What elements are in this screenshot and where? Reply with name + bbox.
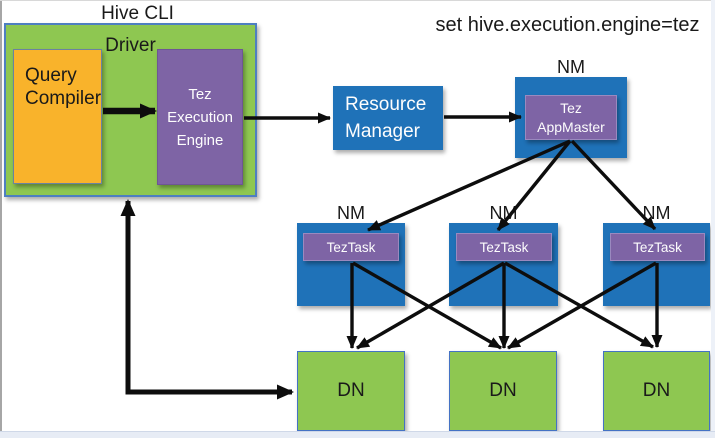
nm-label: NM — [337, 202, 365, 223]
teztask-box: TezTask — [456, 233, 552, 261]
resource-manager-box: Resource Manager — [333, 86, 443, 150]
teztask-box: TezTask — [610, 233, 705, 261]
window-top-edge — [0, 0, 715, 1]
nm-label: NM — [642, 202, 671, 223]
window-bottom-strip — [0, 431, 715, 438]
tez-execution-engine-box: Tez Execution Engine — [157, 49, 243, 185]
nm-label: NM — [489, 202, 518, 223]
appmaster-nm-label: NM — [557, 56, 585, 77]
query-compiler-box: Query Compiler — [13, 49, 102, 184]
hive-cli-label: Hive CLI — [101, 3, 174, 24]
dn-node-box: DN — [603, 351, 710, 431]
driver-label: Driver — [105, 35, 156, 56]
dn-node-box: DN — [297, 351, 405, 431]
teztask-box: TezTask — [303, 233, 399, 261]
window-right-strip — [711, 0, 715, 438]
dn-node-box: DN — [449, 351, 557, 431]
tez-appmaster-box: Tez AppMaster — [525, 95, 617, 140]
config-note: set hive.execution.engine=tez — [435, 13, 700, 36]
window-left-edge — [0, 0, 2, 438]
